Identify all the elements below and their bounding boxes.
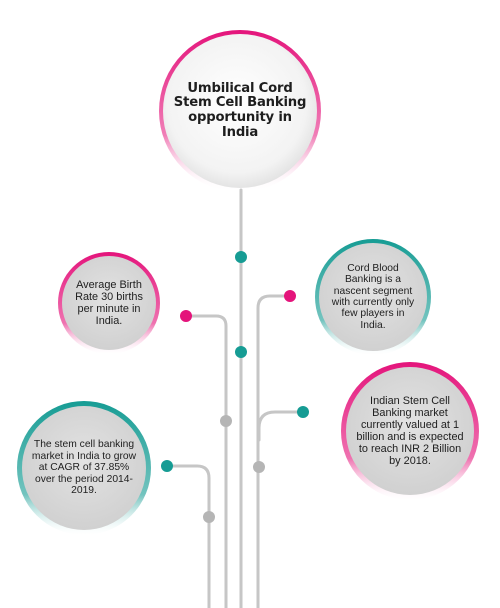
main-title-bubble: Umbilical Cord Stem Cell Banking opportu… [161,32,319,190]
connector-cagr [165,464,211,608]
cord-blood-bubble: Cord Blood Banking is a nascent segment … [319,243,427,351]
cord-blood-text: Cord Blood Banking is a nascent segment … [331,262,415,331]
market-value-bubble: Indian Stem Cell Banking market currentl… [346,367,474,495]
dot-cagr-teal [161,460,173,472]
dot-gray-cagr-branch [203,511,215,523]
dot-birth-pink [180,310,192,322]
cagr-bubble-fill [22,406,146,530]
birth-rate-bubble: Average Birth Rate 30 births per minute … [62,256,156,350]
dot-gray-birth-branch [220,415,232,427]
cagr-bubble: The stem cell banking market in India to… [20,404,148,532]
connector-market [257,410,305,442]
connector-cord [256,294,292,608]
dot-market-teal [297,406,309,418]
market-value-text: Indian Stem Cell Banking market currentl… [356,395,464,467]
birth-bubble-fill [62,256,156,350]
cagr-text: The stem cell banking market in India to… [31,439,137,497]
cord-bubble-fill [319,243,427,351]
dot-gray-market-branch [253,461,265,473]
dot-cord-pink [284,290,296,302]
main-bubble-fill [163,34,317,188]
dot-trunk-teal-2 [235,346,247,358]
connector-birth [184,314,228,608]
market-bubble-fill [346,367,474,495]
main-title: Umbilical Cord Stem Cell Banking opportu… [173,80,307,140]
dot-trunk-teal-1 [235,251,247,263]
birth-rate-text: Average Birth Rate 30 births per minute … [75,279,143,327]
